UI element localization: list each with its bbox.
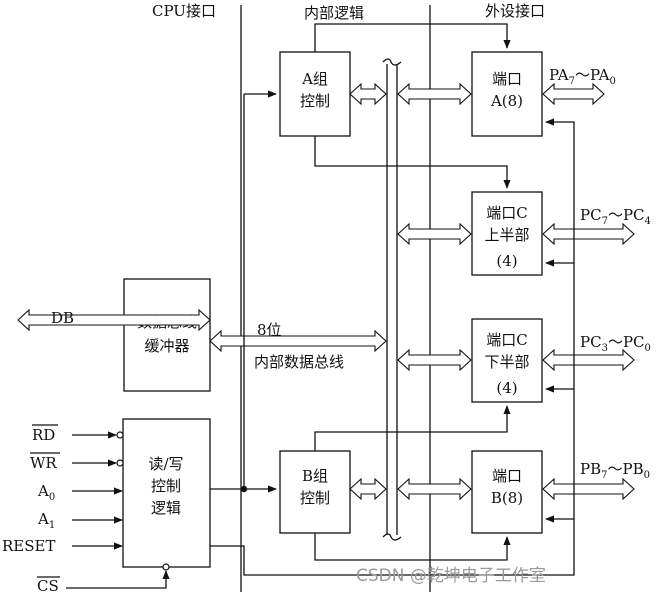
cs-line [66, 570, 170, 589]
port-c-upper-box [471, 191, 543, 276]
port-cu-label-1: 端口C [486, 204, 527, 222]
rw-label-2: 控制 [151, 477, 181, 495]
group-b-to-port-cl [314, 405, 511, 451]
bus-width-label: 8位 [257, 321, 282, 339]
pb-label: PB7～PB0 [580, 460, 650, 481]
group-b-bus-arrow [349, 477, 387, 501]
port-a-box [471, 51, 543, 137]
bus-arrows [17, 82, 635, 501]
port-a-label-1: 端口 [492, 70, 522, 88]
read-write-control-box [122, 418, 211, 568]
cpu-interface-label: CPU接口 [152, 2, 216, 20]
buffer-to-bus-arrow [209, 329, 387, 353]
bus-name-label: 内部数据总线 [254, 353, 344, 371]
reset-distribution-line [210, 118, 575, 576]
buffer-label-2: 缓冲器 [144, 337, 189, 355]
port-a-label-2: A(8) [490, 92, 523, 110]
db-label: DB [51, 309, 74, 327]
group-b-label-1: B组 [302, 467, 328, 485]
group-a-label-1: A组 [301, 70, 328, 88]
group-a-control-box [279, 51, 351, 137]
internal-logic-label: 内部逻辑 [304, 4, 364, 22]
group-a-label-2: 控制 [300, 92, 330, 110]
port-cu-label-2: 上半部 [484, 226, 529, 244]
wr-signal-label: WR [30, 454, 57, 472]
buffer-db-arrow [17, 308, 211, 332]
peripheral-interface-label: 外设接口 [485, 2, 545, 20]
pcu-label: PC7～PC4 [580, 206, 651, 227]
rw-label-3: 逻辑 [151, 499, 181, 517]
a1-signal-label: A1 [37, 510, 55, 531]
cs-signal-label: CS [37, 577, 59, 595]
group-a-to-port-a [314, 23, 511, 52]
pa-label: PA7～PA0 [549, 66, 616, 87]
a0-signal-label: A0 [37, 482, 55, 503]
port-b-box [471, 450, 543, 534]
bus-port-a-arrow [397, 82, 472, 106]
port-cl-label-3: (4) [496, 379, 517, 397]
port-b-label-2: B(8) [491, 489, 523, 507]
port-a-external-arrow [542, 82, 605, 106]
rw-label-1: 读/写 [148, 455, 183, 473]
group-b-to-port-b [314, 533, 511, 561]
port-cl-label-2: 下半部 [484, 353, 529, 371]
port-cu-label-3: (4) [496, 252, 517, 270]
port-c-lower-box [471, 318, 543, 403]
group-b-label-2: 控制 [300, 489, 330, 507]
reset-signal-label: RESET [2, 537, 55, 555]
rd-inversion-bubble [116, 431, 124, 439]
cs-inversion-bubble [162, 563, 170, 571]
bus-port-cl-arrow [397, 348, 472, 372]
port-cu-external-arrow [542, 222, 635, 246]
rd-signal-label: RD [32, 426, 55, 444]
port-cl-external-arrow [542, 348, 635, 372]
watermark: CSDN @乾坤电子工作室 [356, 566, 546, 586]
bus-port-cu-arrow [397, 222, 472, 246]
wr-inversion-bubble [116, 459, 124, 467]
data-bus-buffer-box [123, 278, 211, 392]
port-cl-label-1: 端口C [486, 331, 527, 349]
port-b-external-arrow [542, 477, 635, 501]
bus-port-b-arrow [397, 477, 472, 501]
group-a-bus-arrow [349, 82, 387, 106]
pcl-label: PC3～PC0 [580, 333, 651, 354]
internal-vertical-bus [382, 58, 402, 541]
port-b-label-1: 端口 [492, 467, 522, 485]
group-a-to-port-cu [314, 136, 511, 189]
